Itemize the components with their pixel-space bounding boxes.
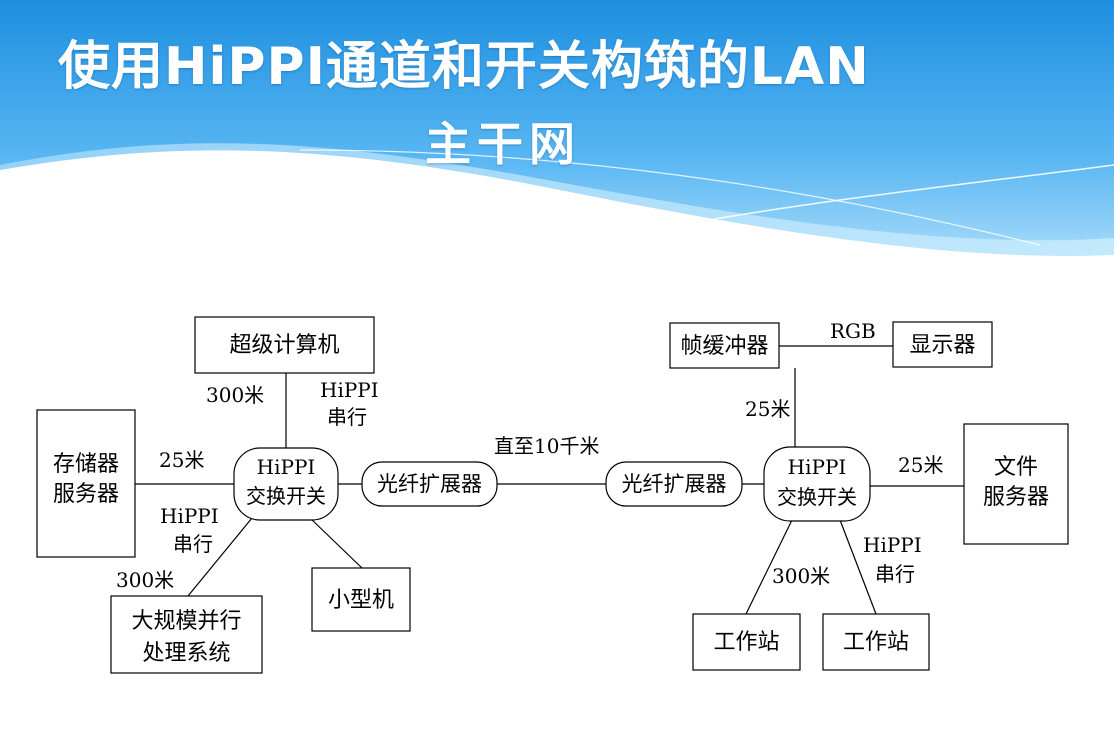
right-fiber-extender: 光纤扩展器 (605, 461, 743, 507)
left-hippi-serial-top-label-2: 串行 (327, 405, 367, 429)
left-300m-bottom-label: 300米 (116, 568, 174, 592)
workstation-2-label: 工作站 (843, 630, 909, 655)
file-server-box: 文件 服务器 (963, 423, 1069, 545)
left-300m-top-label: 300米 (206, 383, 264, 407)
left-25m-label: 25米 (159, 448, 204, 472)
minicomputer-label: 小型机 (328, 588, 394, 613)
supercomputer-box: 超级计算机 (194, 316, 375, 374)
supercomputer-label: 超级计算机 (229, 333, 339, 358)
mpp-box: 大规模并行 处理系统 (110, 595, 263, 674)
workstation-box-1: 工作站 (692, 613, 801, 671)
file-server-label-2: 服务器 (983, 485, 1049, 510)
mpp-label-1: 大规模并行 (131, 609, 241, 634)
left-fiber-extender: 光纤扩展器 (361, 461, 498, 507)
left-hippi-serial-bottom-label-1: HiPPI (160, 504, 219, 528)
display-box: 显示器 (892, 321, 993, 368)
left-switch-label-2: 交换开关 (246, 484, 326, 508)
right-switch-label-2: 交换开关 (777, 485, 857, 509)
file-server-label-1: 文件 (994, 455, 1038, 480)
rgb-label: RGB (830, 319, 876, 343)
right-hippi-switch: HiPPI 交换开关 (763, 446, 871, 522)
right-300m-label: 300米 (772, 564, 830, 588)
left-extender-label: 光纤扩展器 (377, 472, 482, 496)
right-extender-label: 光纤扩展器 (622, 472, 727, 496)
slide-title-line1: 使用HiPPI通道和开关构筑的LAN (58, 37, 870, 97)
minicomputer-box: 小型机 (311, 567, 411, 632)
workstation-box-2: 工作站 (822, 613, 930, 671)
storage-server-box: 存储器 服务器 (36, 409, 136, 558)
right-25m-vertical-label: 25米 (745, 397, 790, 421)
storage-server-label-1: 存储器 (53, 452, 119, 477)
frame-buffer-box: 帧缓冲器 (669, 322, 780, 369)
connection-lines (135, 345, 964, 615)
display-label: 显示器 (909, 333, 975, 358)
mpp-label-2: 处理系统 (142, 641, 230, 666)
left-hippi-serial-bottom-label-2: 串行 (173, 532, 213, 556)
right-hippi-serial-label-2: 串行 (875, 562, 915, 586)
slide-title-line2: 主干网 (425, 117, 581, 171)
right-switch-label-1: HiPPI (788, 455, 847, 479)
frame-buffer-label: 帧缓冲器 (680, 334, 768, 359)
workstation-1-label: 工作站 (713, 630, 779, 655)
storage-server-label-2: 服务器 (53, 482, 119, 507)
right-25m-label: 25米 (898, 453, 943, 477)
left-switch-label-1: HiPPI (257, 455, 316, 479)
fiber-link-distance-label: 直至10千米 (494, 434, 599, 458)
left-hippi-switch: HiPPI 交换开关 (233, 447, 339, 521)
left-hippi-serial-top-label-1: HiPPI (320, 378, 379, 402)
right-hippi-serial-label-1: HiPPI (863, 533, 922, 557)
